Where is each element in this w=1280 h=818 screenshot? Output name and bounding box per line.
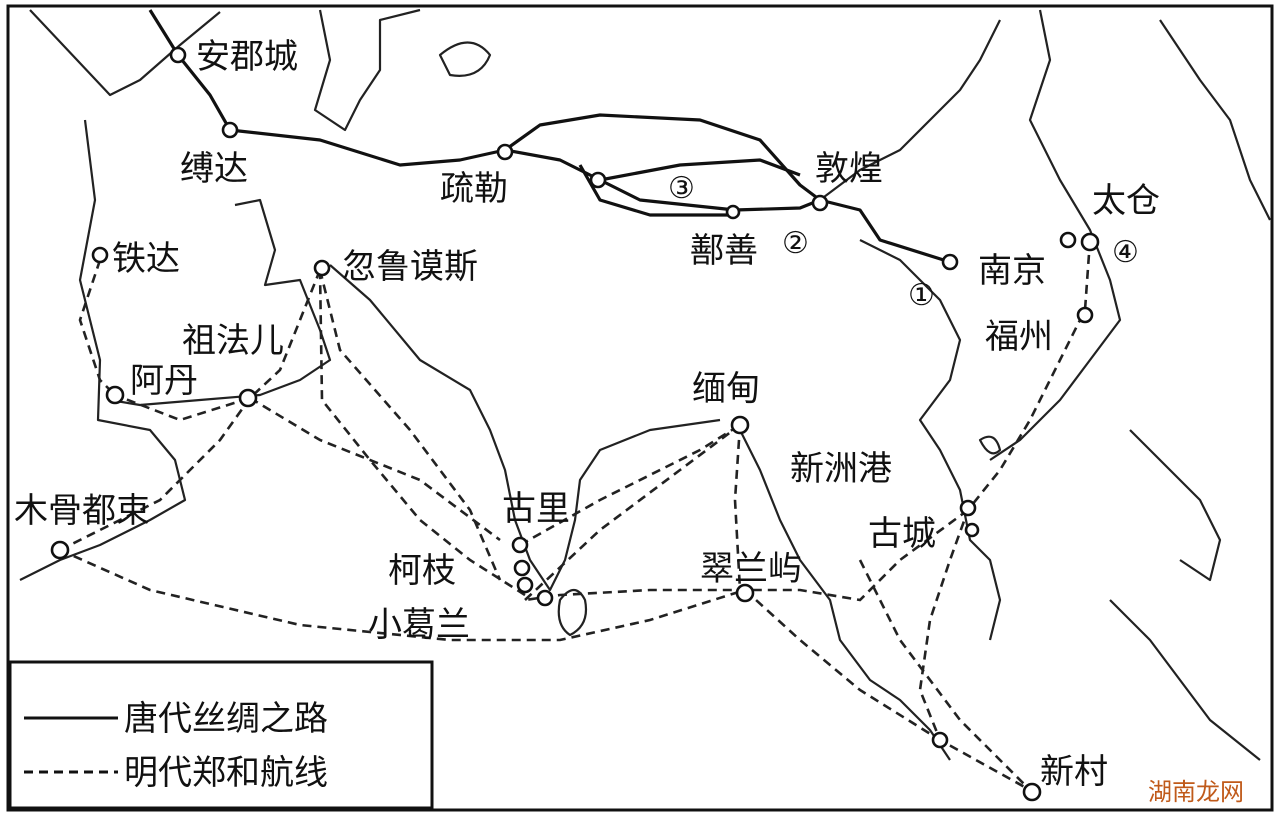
city-dot-anducheng [169, 46, 187, 64]
city-dot-dunhuang [811, 194, 829, 212]
city-dot-shanshan [725, 204, 741, 220]
marker-1: ① [908, 278, 935, 313]
watermark: 湖南龙网 [1148, 778, 1244, 806]
city-dot-xincun [1022, 782, 1042, 802]
city-dot-zufaer [238, 388, 258, 408]
city-dot-adan [105, 385, 125, 405]
label-hulumosi: 忽鲁谟斯 [342, 247, 478, 287]
silk-road-routes [148, 9, 951, 264]
city-dot-mugudushu [50, 540, 70, 560]
city-dot-miandian [730, 415, 750, 435]
marker-2: ② [782, 226, 809, 261]
city-dot-hulumosi [313, 259, 331, 277]
label-fuda: 缚达 [180, 149, 248, 189]
city-dot-guli [511, 536, 529, 554]
label-kezhi: 柯枝 [388, 551, 456, 591]
city-dot-fuzhou [1076, 306, 1094, 324]
label-taicang: 太仓 [1092, 181, 1160, 221]
legend: 唐代丝绸之路 明代郑和航线 [8, 660, 434, 810]
marker-3: ③ [668, 171, 695, 206]
city-dot-shule [496, 143, 514, 161]
marker-4: ④ [1112, 235, 1139, 270]
route-markers: ① ② ③ ④ [668, 171, 1139, 313]
label-gucheng: 古城 [868, 514, 936, 554]
label-dunhuang: 敦煌 [815, 149, 883, 189]
label-shanshan: 鄯善 [690, 231, 758, 271]
city-dot-changan [941, 253, 959, 271]
label-guli: 古里 [502, 489, 570, 529]
label-zufaer: 祖法儿 [182, 321, 284, 361]
city-dot-cuilanyu [735, 583, 755, 603]
label-xiaogelan: 小葛兰 [368, 605, 470, 645]
city-dot-gucheng [964, 522, 980, 538]
city-dot-xiaogelan [536, 589, 554, 607]
place-labels: 安郡城 缚达 疏勒 敦煌 鄯善 南京 太仓 福州 铁达 忽鲁谟斯 祖法儿 阿丹 … [14, 37, 1160, 792]
legend-zheng-he-label: 明代郑和航线 [124, 753, 328, 793]
city-dot-tieda [91, 246, 109, 264]
label-miandian: 缅甸 [692, 369, 760, 409]
city-dot-malacca [931, 731, 949, 749]
label-mugudushu: 木骨都束 [14, 491, 150, 531]
label-tieda: 铁达 [112, 239, 180, 279]
label-cuilanyu: 翠兰屿 [700, 549, 802, 589]
label-xinzhougang: 新洲港 [790, 449, 892, 489]
label-xincun: 新村 [1040, 752, 1108, 792]
label-anducheng: 安郡城 [196, 37, 298, 77]
city-dot-xinzhougang [959, 499, 977, 517]
coastlines [19, 8, 1271, 761]
city-dot-taicang [1080, 232, 1100, 252]
city-markers [50, 46, 1100, 802]
legend-box [8, 660, 434, 810]
city-dot-kezhi2 [516, 576, 534, 594]
label-fuzhou: 福州 [985, 317, 1053, 357]
city-dot-fuda [221, 121, 239, 139]
legend-silk-road-label: 唐代丝绸之路 [124, 699, 328, 739]
city-dot-kezhi [513, 559, 531, 577]
city-dot-mid [589, 171, 607, 189]
label-nanjing: 南京 [978, 251, 1046, 291]
label-adan: 阿丹 [130, 361, 198, 401]
city-dot-nanjing [1059, 231, 1077, 249]
label-shule: 疏勒 [440, 169, 508, 209]
